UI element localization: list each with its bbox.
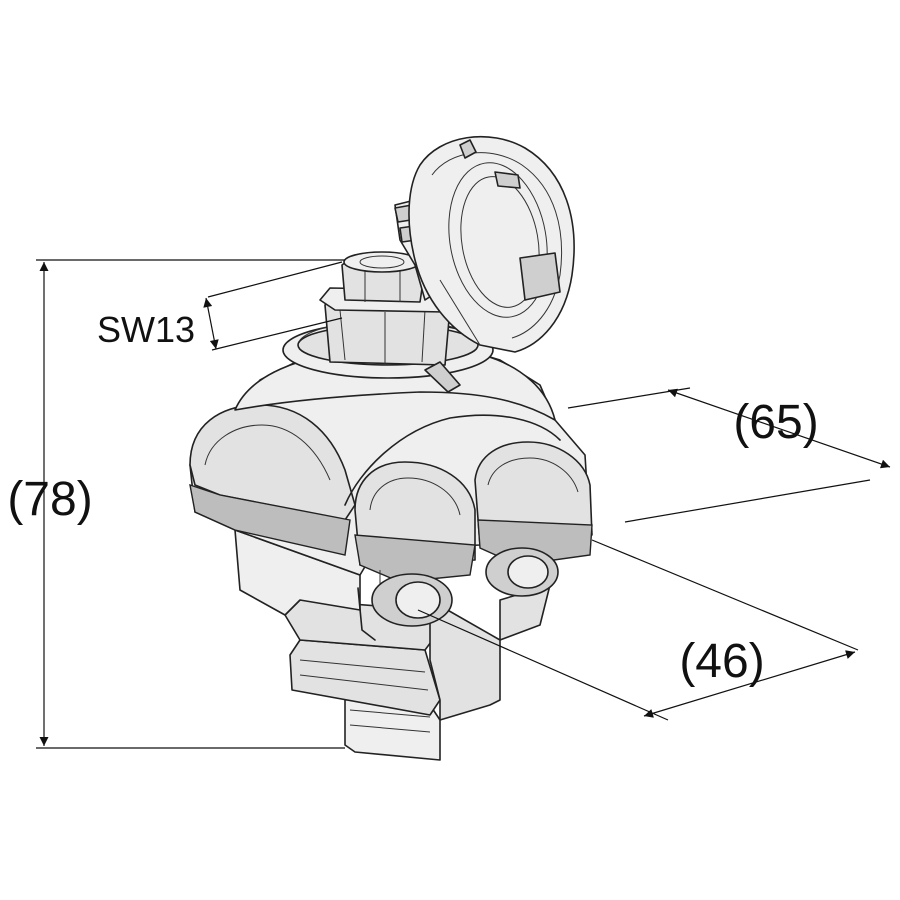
cable-cap-left (354, 461, 476, 585)
depth-label: (46) (679, 635, 764, 688)
cable-cap-right (474, 441, 593, 566)
dimension-wrench-size: SW13 (97, 261, 343, 351)
width-label: (65) (733, 396, 818, 449)
wrench-size-label: SW13 (97, 309, 195, 350)
dimension-width: (65) (567, 387, 891, 523)
height-label: (78) (7, 473, 92, 526)
dimension-height: (78) (7, 259, 345, 749)
connector-body (189, 135, 593, 761)
flip-lid (408, 135, 575, 353)
hex-nut (319, 251, 456, 366)
dimension-depth: (46) (417, 539, 859, 721)
